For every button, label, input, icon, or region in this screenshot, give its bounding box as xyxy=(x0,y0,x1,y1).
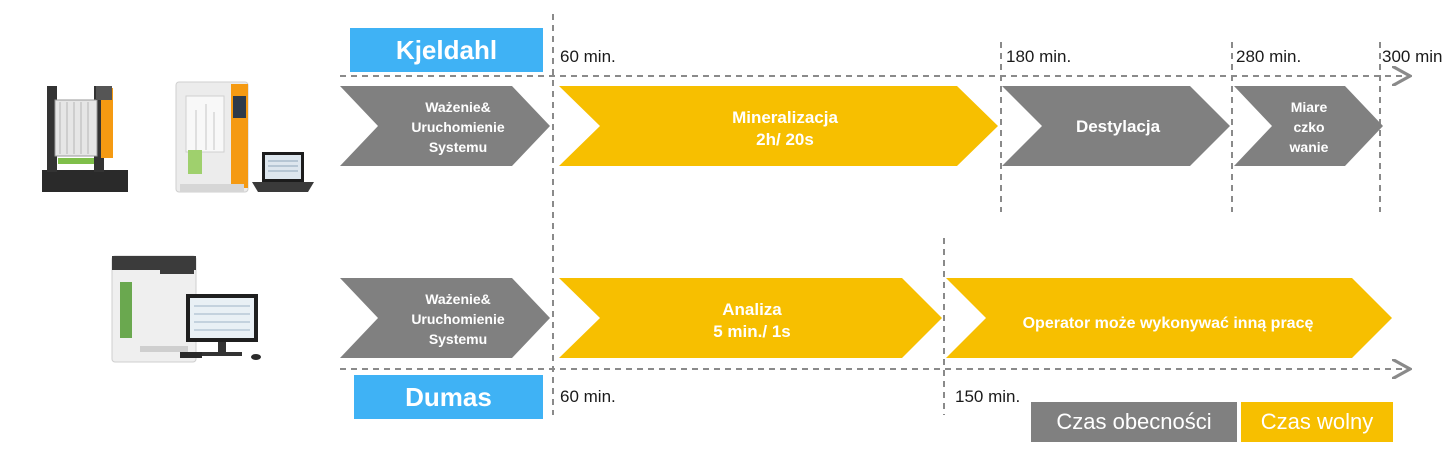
kjeldahl-step-mineralization-line-2: 2h/ 20s xyxy=(756,130,814,149)
kjeldahl-tick-60: 60 min. xyxy=(560,47,616,66)
dumas-analyzer-icon xyxy=(111,255,197,363)
dumas-step-weighing-line-3: Systemu xyxy=(429,331,487,347)
kjeldahl-step-weighing xyxy=(340,86,550,166)
kjeldahl-tick-300: 300 min xyxy=(1382,47,1443,66)
kjeldahl-digestion-unit-icon xyxy=(42,86,128,192)
kjeldahl-tick-280: 280 min. xyxy=(1236,47,1302,66)
laptop-icon xyxy=(252,152,314,192)
dumas-step-analysis xyxy=(559,278,942,358)
legend-presence-time: Czas obecności xyxy=(1031,402,1237,442)
kjeldahl-step-weighing-line-2: Uruchomienie xyxy=(411,119,505,135)
kjeldahl-label: Kjeldahl xyxy=(350,28,543,72)
legend-free-time: Czas wolny xyxy=(1241,402,1393,442)
kjeldahl-tick-180: 180 min. xyxy=(1006,47,1072,66)
dumas-label: Dumas xyxy=(354,375,543,419)
dumas-tick-150: 150 min. xyxy=(955,387,1021,406)
dumas-step-weighing-line-2: Uruchomienie xyxy=(411,311,505,327)
dumas-tick-60: 60 min. xyxy=(560,387,616,406)
dumas-step-operator-free-line-1: Operator może wykonywać inną pracę xyxy=(1023,315,1314,332)
kjeldahl-distillation-unit-icon xyxy=(175,81,249,193)
kjeldahl-step-mineralization-line-1: Mineralizacja xyxy=(732,108,838,127)
dumas-step-analysis-line-2: 5 min./ 1s xyxy=(713,322,790,341)
kjeldahl-step-distillation-line-1: Destylacja xyxy=(1076,117,1161,136)
kjeldahl-step-titration-line-2: czko xyxy=(1293,119,1324,135)
kjeldahl-step-weighing-line-3: Systemu xyxy=(429,139,487,155)
dumas-step-weighing-line-1: Ważenie& xyxy=(425,291,491,307)
dumas-step-analysis-line-1: Analiza xyxy=(722,300,782,319)
kjeldahl-step-weighing-line-1: Ważenie& xyxy=(425,99,491,115)
kjeldahl-step-titration-line-3: wanie xyxy=(1289,139,1329,155)
kjeldahl-step-mineralization xyxy=(559,86,998,166)
dumas-step-weighing xyxy=(340,278,550,358)
kjeldahl-step-titration xyxy=(1234,86,1383,166)
dumas-step-operator-free xyxy=(946,278,1392,358)
monitor-icon xyxy=(180,294,261,360)
kjeldahl-step-distillation xyxy=(1002,86,1230,166)
kjeldahl-step-titration-line-1: Miare xyxy=(1291,99,1328,115)
